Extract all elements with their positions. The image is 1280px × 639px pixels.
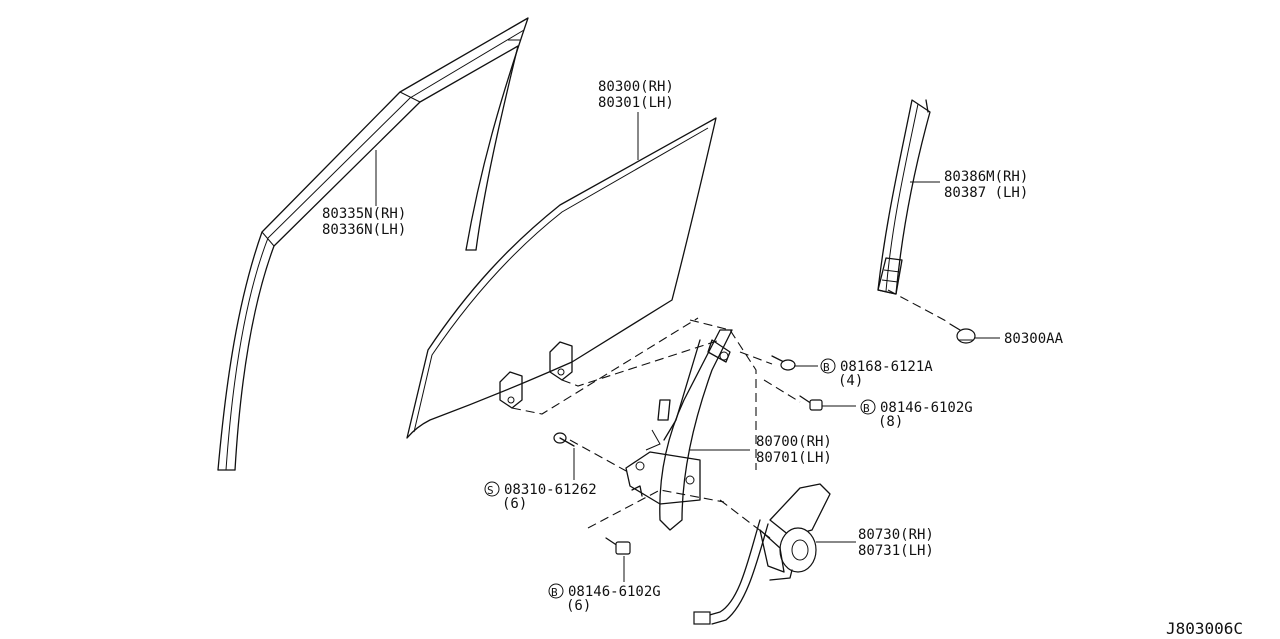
sash-run-rh: 80335N(RH) bbox=[322, 206, 406, 222]
window-regulator bbox=[625, 329, 733, 531]
svg-text:S: S bbox=[487, 484, 494, 497]
screw-part: 08310-61262 bbox=[504, 482, 597, 498]
b-symbol-icon bbox=[548, 583, 564, 599]
screw-08310 bbox=[553, 432, 575, 447]
regulator-lh: 80701(LH) bbox=[756, 450, 832, 466]
label-bolt-a: B 08168-6121A (4) bbox=[820, 358, 933, 389]
door-glass bbox=[406, 117, 717, 439]
svg-text:B: B bbox=[863, 402, 870, 415]
glass-rh: 80300(RH) bbox=[598, 79, 674, 95]
b-symbol-icon bbox=[820, 358, 836, 374]
label-motor: 80730(RH) 80731(LH) bbox=[858, 527, 934, 559]
bolt-b-qty: (8) bbox=[878, 414, 903, 430]
bolt-08168 bbox=[771, 355, 796, 371]
bolt-a-qty: (4) bbox=[838, 373, 863, 389]
svg-text:B: B bbox=[551, 586, 558, 599]
bolt-c-qty: (6) bbox=[566, 598, 591, 614]
svg-text:B: B bbox=[823, 361, 830, 374]
bolt-08146-upper bbox=[799, 395, 823, 411]
pillar-trim-lh: 80387 (LH) bbox=[944, 185, 1028, 201]
label-pillar-trim: 80386M(RH) 80387 (LH) bbox=[944, 169, 1028, 201]
mounting-guides bbox=[511, 289, 949, 539]
bolt-b-part: 08146-6102G bbox=[880, 400, 973, 416]
pillar-trim bbox=[877, 99, 931, 295]
label-screw: S 08310-61262 (6) bbox=[484, 481, 597, 512]
pillar-trim-rh: 80386M(RH) bbox=[944, 169, 1028, 185]
screw-qty: (6) bbox=[502, 496, 527, 512]
glass-bracket-left bbox=[499, 371, 523, 409]
s-symbol-icon bbox=[484, 481, 500, 497]
bolt-c-part: 08146-6102G bbox=[568, 584, 661, 600]
label-bolt-c: B 08146-6102G (6) bbox=[548, 583, 661, 614]
regulator-rh: 80700(RH) bbox=[756, 434, 832, 450]
regulator-motor bbox=[693, 483, 831, 625]
motor-lh: 80731(LH) bbox=[858, 543, 934, 559]
bolt-a-part: 08168-6121A bbox=[840, 359, 933, 375]
label-clip: 80300AA bbox=[1004, 331, 1064, 347]
b-symbol-icon bbox=[860, 399, 876, 415]
clip-80300aa bbox=[949, 323, 976, 344]
leader-lines bbox=[375, 112, 1000, 582]
bolt-08146-lower bbox=[605, 537, 631, 555]
label-glass: 80300(RH) 80301(LH) bbox=[598, 79, 674, 111]
clip-part: 80300AA bbox=[1004, 331, 1064, 347]
sash-run-channel bbox=[217, 17, 529, 471]
diagram-id: J803006C bbox=[1166, 619, 1243, 638]
label-regulator: 80700(RH) 80701(LH) bbox=[756, 434, 832, 466]
glass-bracket-right bbox=[549, 341, 573, 381]
label-bolt-b: B 08146-6102G (8) bbox=[860, 399, 973, 430]
sash-run-lh: 80336N(LH) bbox=[322, 222, 406, 238]
motor-rh: 80730(RH) bbox=[858, 527, 934, 543]
label-sash-run: 80335N(RH) 80336N(LH) bbox=[322, 206, 406, 238]
glass-lh: 80301(LH) bbox=[598, 95, 674, 111]
